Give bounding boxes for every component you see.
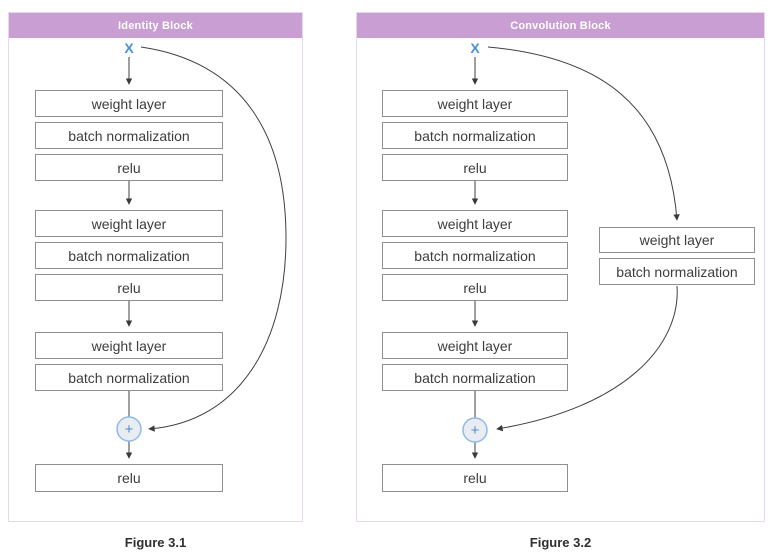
relu-box: relu: [382, 154, 568, 181]
relu-box: relu: [35, 274, 223, 301]
shortcut-weight-layer-box: weight layer: [599, 227, 755, 253]
weight-layer-box: weight layer: [382, 210, 568, 237]
weight-layer-box: weight layer: [35, 332, 223, 359]
input-x-label: X: [124, 40, 134, 56]
input-x-label: X: [470, 40, 480, 56]
batch-normalization-box: batch normalization: [35, 242, 223, 269]
weight-layer-box: weight layer: [35, 210, 223, 237]
panel-title: Convolution Block: [357, 13, 764, 38]
batch-normalization-box: batch normalization: [35, 364, 223, 391]
batch-normalization-box: batch normalization: [382, 242, 568, 269]
panel-title: Identity Block: [9, 13, 302, 38]
weight-layer-box: weight layer: [35, 90, 223, 117]
relu-box: relu: [35, 464, 223, 492]
batch-normalization-box: batch normalization: [35, 122, 223, 149]
figure-caption: Figure 3.1: [124, 535, 187, 550]
relu-box: relu: [382, 274, 568, 301]
relu-box: relu: [382, 464, 568, 492]
batch-normalization-box: batch normalization: [382, 364, 568, 391]
weight-layer-box: weight layer: [382, 332, 568, 359]
relu-box: relu: [35, 154, 223, 181]
shortcut-batch-normalization-box: batch normalization: [599, 258, 755, 285]
figure-caption: Figure 3.2: [529, 535, 592, 550]
weight-layer-box: weight layer: [382, 90, 568, 117]
batch-normalization-box: batch normalization: [382, 122, 568, 149]
